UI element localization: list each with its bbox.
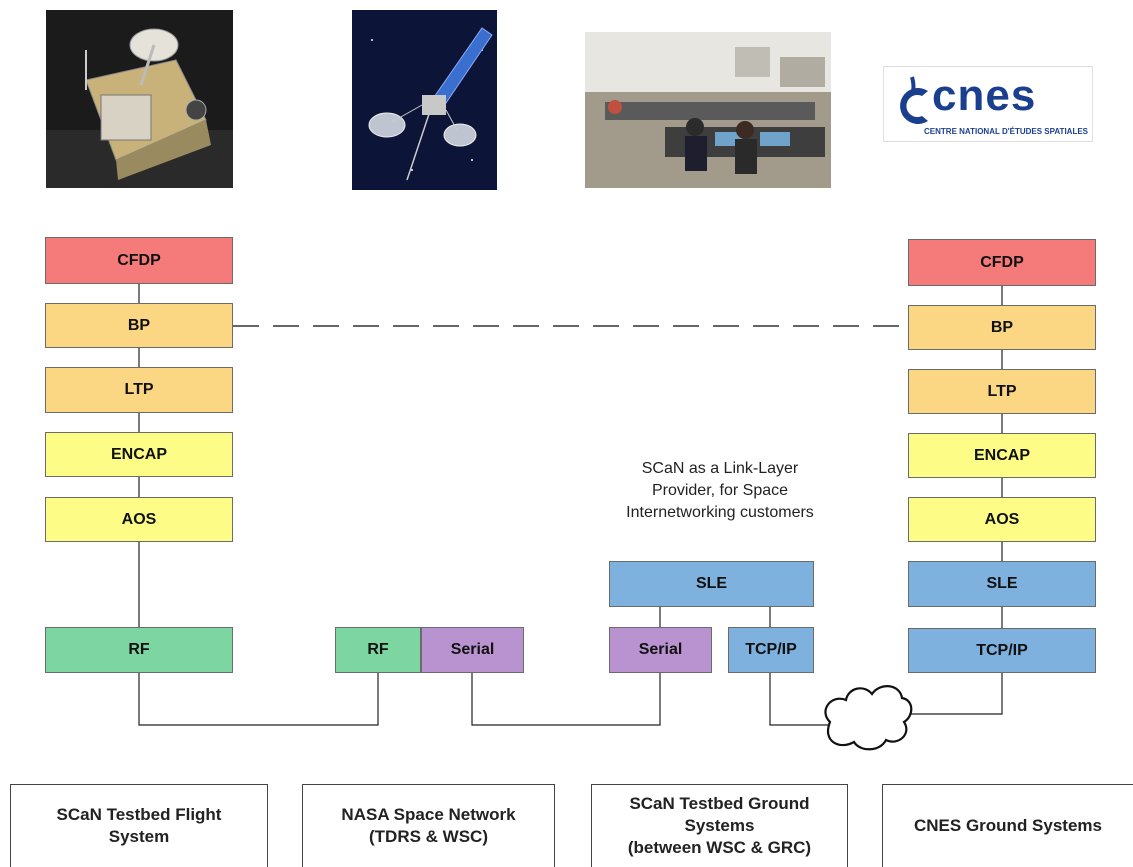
right-cfdp-box: CFDP — [908, 239, 1096, 286]
right-aos-box: AOS — [908, 497, 1096, 542]
ground-serial-box: Serial — [609, 627, 712, 673]
nasa-rf-box: RF — [335, 627, 421, 673]
right-tcpip-box: TCP/IP — [908, 628, 1096, 673]
left-aos-box: AOS — [45, 497, 233, 542]
flight-system-label: SCaN Testbed Flight System — [10, 784, 268, 867]
nasa-space-network-label: NASA Space Network (TDRS & WSC) — [302, 784, 555, 867]
tdrs-satellite-photo — [352, 10, 497, 190]
ground-sle-box: SLE — [609, 561, 814, 607]
left-ltp-box: LTP — [45, 367, 233, 413]
right-sle-box: SLE — [908, 561, 1096, 607]
left-bp-box: BP — [45, 303, 233, 348]
right-ltp-box: LTP — [908, 369, 1096, 414]
ground-systems-label: SCaN Testbed Ground Systems (between WSC… — [591, 784, 848, 867]
scan-link-layer-caption: SCaN as a Link-Layer Provider, for Space… — [626, 460, 814, 521]
left-cfdp-box: CFDP — [45, 237, 233, 284]
cnes-logo-name: cnes — [932, 71, 1037, 120]
right-encap-box: ENCAP — [908, 433, 1096, 478]
cnes-logo-mark — [900, 76, 928, 124]
cnes-logo-subtitle: CENTRE NATIONAL D'ÉTUDES SPATIALES — [924, 127, 1088, 136]
cnes-ground-systems-label: CNES Ground Systems — [882, 784, 1133, 867]
nasa-serial-box: Serial — [421, 627, 524, 673]
left-rf-box: RF — [45, 627, 233, 673]
left-encap-box: ENCAP — [45, 432, 233, 477]
flight-hardware-photo — [46, 10, 233, 188]
internet-cloud-icon — [824, 685, 913, 751]
ground-tcpip-box: TCP/IP — [728, 627, 814, 673]
cnes-logo: cnes CENTRE NATIONAL D'ÉTUDES SPATIALES — [883, 66, 1093, 142]
control-room-photo — [585, 32, 831, 188]
right-bp-box: BP — [908, 305, 1096, 350]
